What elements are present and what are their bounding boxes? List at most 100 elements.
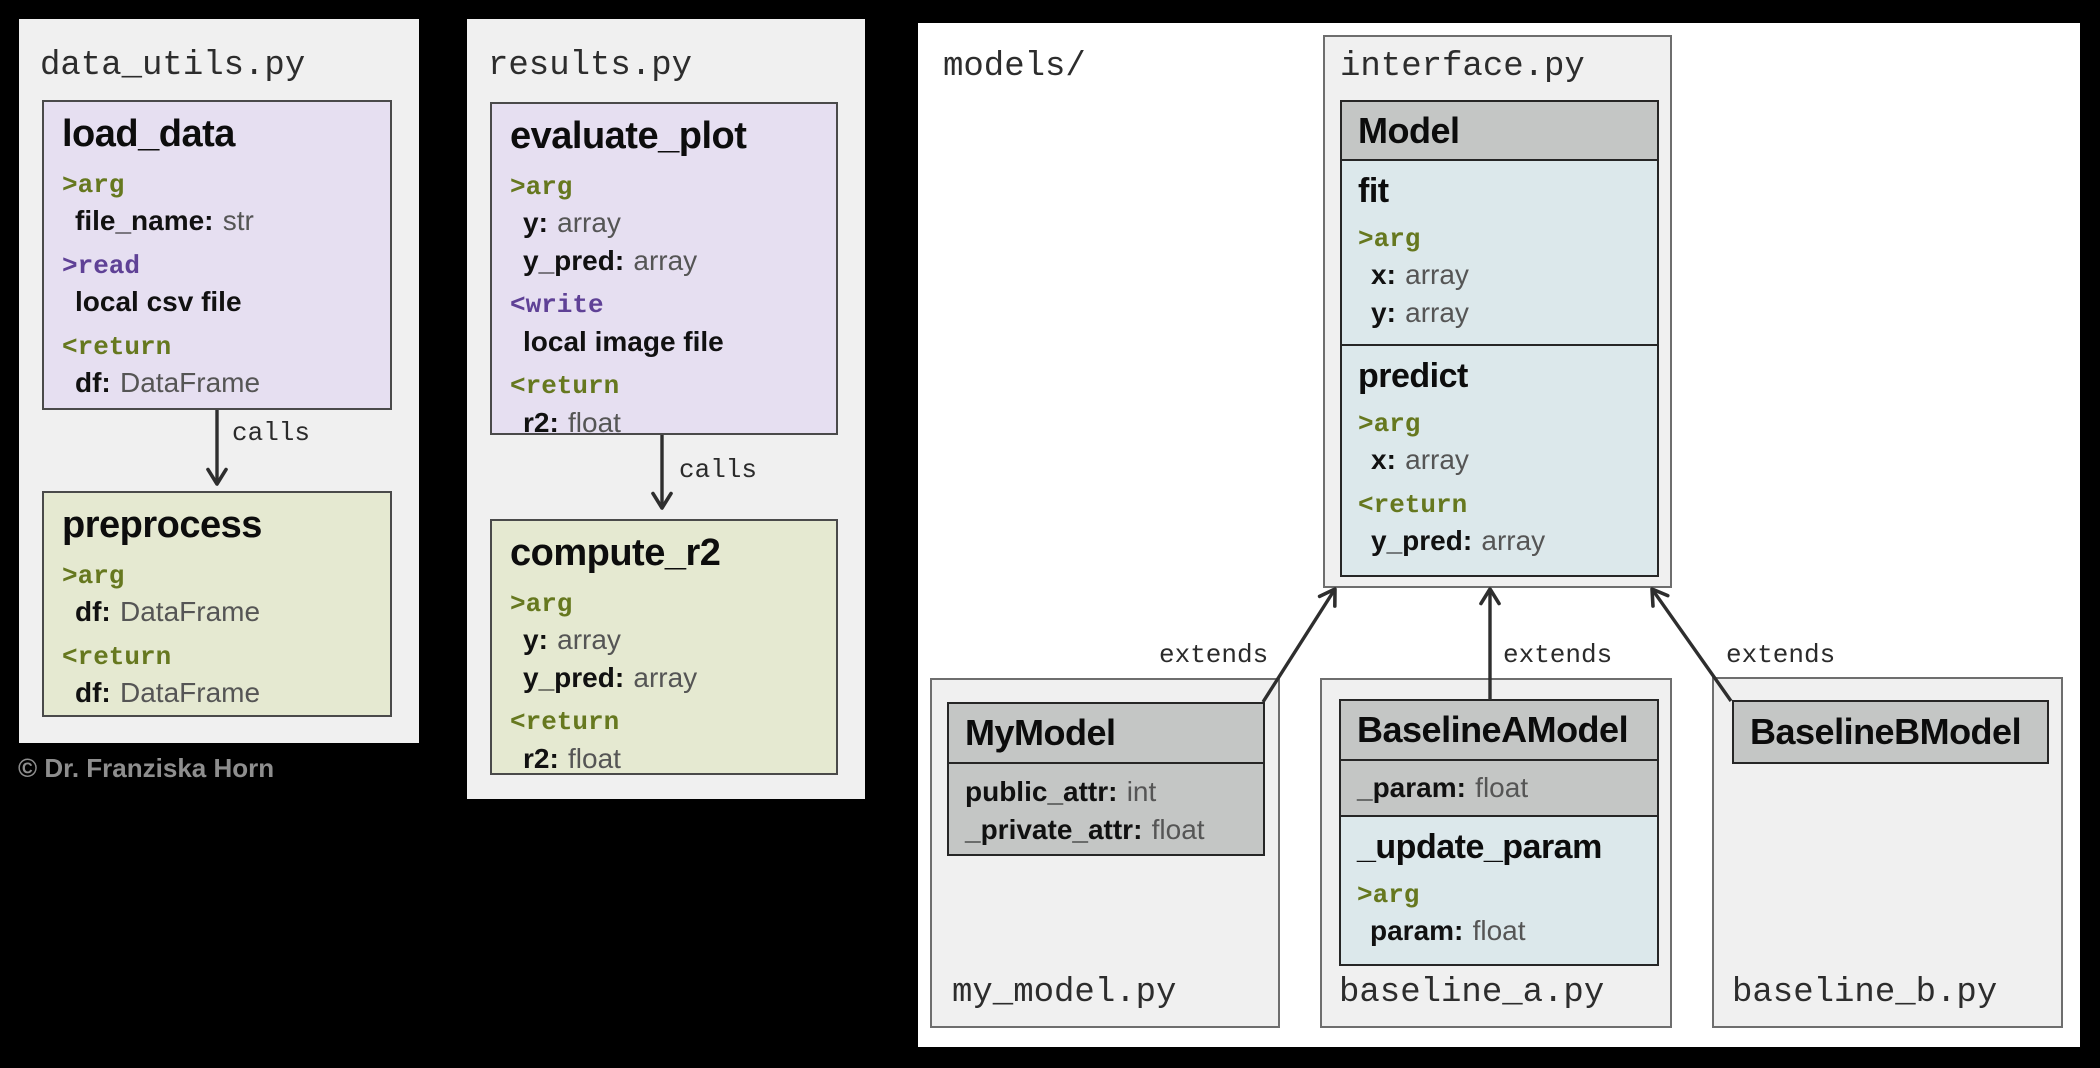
extends-label-baseline-a: extends xyxy=(1503,640,1613,670)
function-box-evaluate-plot: evaluate_plot >arg y:array y_pred:array … xyxy=(490,102,838,435)
param-line: df:DataFrame xyxy=(62,594,372,630)
method-name: predict xyxy=(1358,357,1468,395)
panel-title-data-utils: data_utils.py xyxy=(40,47,306,85)
attr-name: public_attr: xyxy=(965,776,1118,807)
param-line: file_name:str xyxy=(62,203,372,239)
param-line: y_pred:array xyxy=(510,243,818,279)
attr-line: public_attr: int xyxy=(965,774,1247,810)
param-name: y: xyxy=(1371,296,1396,328)
keyword-arg: >arg xyxy=(62,169,125,200)
function-box-preprocess: preprocess >arg df:DataFrame <return df:… xyxy=(42,491,392,717)
subpanel-baseline-b: BaselineBModel baseline_b.py xyxy=(1712,677,2063,1028)
attr-type: int xyxy=(1126,776,1157,807)
param-name: param: xyxy=(1370,914,1464,946)
keyword-arg: >arg xyxy=(1357,879,1420,910)
keyword-return: <return xyxy=(1358,489,1468,520)
param-type: array xyxy=(1405,443,1469,475)
method-section-update-param: _update_param >arg param:float xyxy=(1341,815,1657,964)
method-section-predict: predict >arg x: array <return y_pred: arra… xyxy=(1342,344,1657,575)
extends-label-baseline-b: extends xyxy=(1726,640,1836,670)
keyword-return: <return xyxy=(510,707,620,738)
param-name: y_pred: xyxy=(523,244,625,276)
io-target: local csv file xyxy=(75,285,242,317)
param-type: array xyxy=(633,661,698,693)
param-type: DataFrame xyxy=(120,676,261,708)
panel-title-results: results.py xyxy=(488,47,693,85)
function-name: evaluate_plot xyxy=(510,115,747,157)
param-name: r2: xyxy=(523,742,559,774)
param-name: r2: xyxy=(523,406,559,435)
param-line: y_pred: array xyxy=(1358,523,1641,559)
param-type: float xyxy=(1472,914,1526,946)
param-type: array xyxy=(1405,296,1469,328)
panel-results: results.py evaluate_plot >arg y:array y_… xyxy=(467,19,865,799)
param-name: df: xyxy=(75,366,111,398)
param-line: param:float xyxy=(1357,913,1641,949)
class-attributes: public_attr: int _private_attr:float xyxy=(949,762,1263,854)
param-type: str xyxy=(222,204,254,236)
panel-data-utils: data_utils.py load_data >arg file_name:s… xyxy=(19,19,419,743)
param-name: y_pred: xyxy=(1371,525,1473,556)
param-name: file_name: xyxy=(75,204,214,236)
class-attributes: _param: float xyxy=(1341,759,1657,815)
param-line: y_pred:array xyxy=(510,660,818,696)
param-name: y: xyxy=(523,623,548,655)
param-name: df: xyxy=(75,595,111,627)
attr-line: _private_attr:float xyxy=(965,812,1247,848)
param-type: array xyxy=(557,623,621,655)
method-section-fit: fit >arg x:array y:array xyxy=(1342,159,1657,344)
subpanel-my-model: MyModel public_attr: int _private_attr:fl… xyxy=(930,678,1280,1028)
attr-type: float xyxy=(1475,772,1529,804)
class-box-baseline-b: BaselineBModel xyxy=(1732,700,2049,764)
keyword-return: <return xyxy=(510,371,620,402)
param-name: y_pred: xyxy=(523,661,625,693)
param-line: x: array xyxy=(1358,442,1641,478)
calls-label-results: calls xyxy=(679,455,758,485)
attr-name: _private_attr: xyxy=(965,813,1143,845)
keyword-arg: >arg xyxy=(1358,408,1421,439)
attr-type: float xyxy=(1151,813,1205,845)
param-type: float xyxy=(568,742,621,774)
keyword-arg: >arg xyxy=(510,588,573,619)
file-title-interface: interface.py xyxy=(1340,48,1585,86)
io-target: local image file xyxy=(523,325,724,357)
file-title-baseline-b: baseline_b.py xyxy=(1732,974,1998,1013)
param-name: df: xyxy=(75,676,111,708)
function-name: load_data xyxy=(62,113,235,155)
panel-title-models: models/ xyxy=(943,48,1086,86)
keyword-arg: >arg xyxy=(510,171,573,202)
function-box-load-data: load_data >arg file_name:str >read local… xyxy=(42,100,392,410)
file-title-my-model: my_model.py xyxy=(952,974,1177,1013)
class-header: BaselineBModel xyxy=(1734,702,2047,762)
extends-label-my-model: extends xyxy=(1159,640,1269,670)
method-name: fit xyxy=(1358,172,1389,210)
panel-models: models/ interface.py Model fit >arg x:ar… xyxy=(918,23,2080,1047)
subpanel-baseline-a: BaselineAModel _param:float _update_para… xyxy=(1320,678,1672,1028)
attr-name: _param: xyxy=(1357,772,1466,804)
function-name: compute_r2 xyxy=(510,532,721,574)
param-type: array xyxy=(633,244,698,276)
param-name: x: xyxy=(1371,443,1396,475)
keyword-arg: >arg xyxy=(62,560,125,591)
method-name: _update_param xyxy=(1357,828,1602,866)
keyword-write: <write xyxy=(510,290,604,321)
keyword-return: <return xyxy=(62,641,172,672)
param-line: r2: float xyxy=(510,741,818,774)
param-type: float xyxy=(568,406,621,435)
function-name: preprocess xyxy=(62,504,262,546)
param-name: x: xyxy=(1371,258,1396,290)
keyword-return: <return xyxy=(62,331,172,362)
param-type: array xyxy=(1405,258,1469,290)
copyright-text: © Dr. Franziska Horn xyxy=(18,753,275,783)
param-type: array xyxy=(1481,525,1546,556)
subpanel-interface: interface.py Model fit >arg x:array y:ar… xyxy=(1323,35,1672,588)
param-line: y: array xyxy=(1358,295,1641,331)
class-box-my-model: MyModel public_attr: int _private_attr:fl… xyxy=(947,702,1265,856)
class-header: BaselineAModel xyxy=(1341,701,1657,759)
keyword-read: >read xyxy=(62,250,141,281)
class-header: MyModel xyxy=(949,704,1263,762)
calls-label-data-utils: calls xyxy=(232,418,311,448)
param-line: x: array xyxy=(1358,257,1641,293)
param-type: array xyxy=(557,206,621,238)
